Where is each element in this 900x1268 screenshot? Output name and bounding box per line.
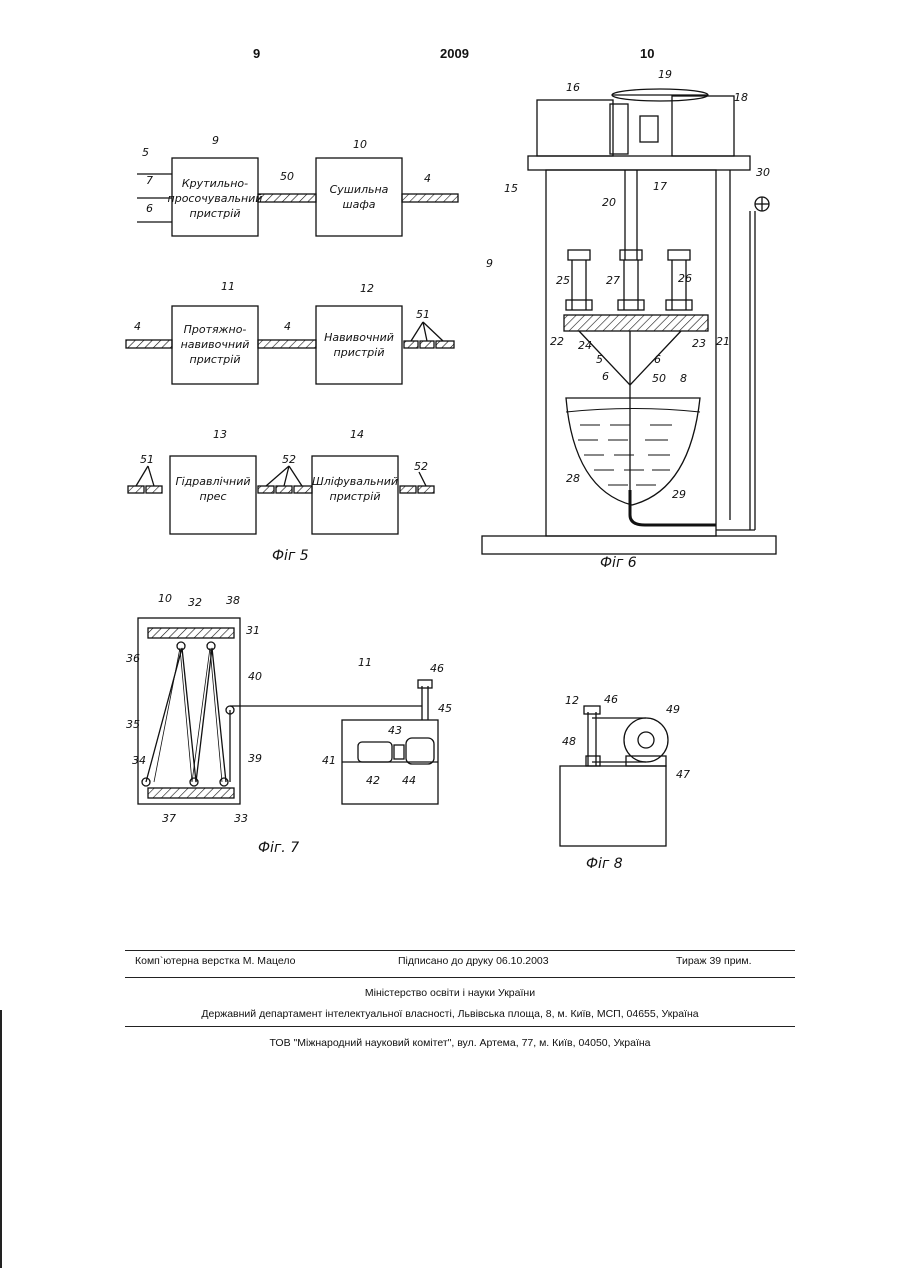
svg-text:15: 15 bbox=[504, 182, 518, 195]
block-10-line2: шафа bbox=[343, 198, 376, 211]
svg-text:5: 5 bbox=[596, 353, 603, 366]
block-14-line2: пристрій bbox=[330, 490, 381, 503]
ref-7: 7 bbox=[146, 174, 153, 187]
svg-text:47: 47 bbox=[676, 768, 690, 781]
svg-text:37: 37 bbox=[162, 812, 176, 825]
svg-text:30: 30 bbox=[756, 166, 770, 179]
svg-text:9: 9 bbox=[486, 257, 493, 270]
svg-text:18: 18 bbox=[734, 91, 748, 104]
svg-text:6: 6 bbox=[654, 353, 661, 366]
svg-text:43: 43 bbox=[388, 724, 402, 737]
svg-text:28: 28 bbox=[566, 472, 580, 485]
ref-52b: 52 bbox=[414, 460, 428, 473]
svg-text:44: 44 bbox=[402, 774, 416, 787]
svg-text:23: 23 bbox=[692, 337, 706, 350]
ref-51a: 51 bbox=[416, 308, 430, 321]
block-11-line1: Протяжно- bbox=[184, 323, 247, 336]
fig5-caption: Фіг 5 bbox=[272, 548, 309, 564]
block-9-line3: пристрій bbox=[190, 207, 241, 220]
block-12-line1: Навивочний bbox=[324, 331, 394, 344]
svg-text:49: 49 bbox=[666, 703, 680, 716]
svg-text:33: 33 bbox=[234, 812, 248, 825]
block-9-line1: Крутильно- bbox=[182, 177, 248, 190]
ref-4c: 4 bbox=[284, 320, 291, 333]
block-13-line1: Гідравлічний bbox=[175, 475, 250, 488]
svg-text:34: 34 bbox=[132, 754, 146, 767]
ref-50: 50 bbox=[280, 170, 294, 183]
figure-7 bbox=[138, 618, 438, 804]
block-12 bbox=[316, 306, 402, 384]
svg-text:8: 8 bbox=[680, 372, 687, 385]
figure-8-text: 12 46 49 48 47 Фіг 8 bbox=[562, 693, 690, 872]
ref-9: 9 bbox=[212, 134, 219, 147]
svg-text:40: 40 bbox=[248, 670, 262, 683]
svg-text:16: 16 bbox=[566, 81, 580, 94]
svg-text:27: 27 bbox=[606, 274, 620, 287]
block-11-line2: навивочний bbox=[181, 338, 250, 351]
svg-text:38: 38 bbox=[226, 594, 240, 607]
ref-52a: 52 bbox=[282, 453, 296, 466]
svg-text:31: 31 bbox=[246, 624, 260, 637]
footer-rule-bottom bbox=[125, 1026, 795, 1027]
svg-text:48: 48 bbox=[562, 735, 576, 748]
footer-signed: Підписано до друку 06.10.2003 bbox=[398, 955, 549, 967]
ref-11: 11 bbox=[221, 280, 235, 293]
svg-text:25: 25 bbox=[556, 274, 570, 287]
block-14-line1: Шліфувальний bbox=[312, 475, 398, 488]
footer-ministry: Міністерство освіти і науки України bbox=[0, 987, 900, 999]
block-12-line2: пристрій bbox=[334, 346, 385, 359]
ref-13: 13 bbox=[213, 428, 227, 441]
footer-department: Державний департамент інтелектуальної вл… bbox=[0, 1008, 900, 1020]
svg-text:21: 21 bbox=[716, 335, 730, 348]
svg-text:19: 19 bbox=[658, 68, 672, 81]
figure-6 bbox=[482, 89, 776, 554]
block-9-line2: просочувальний bbox=[168, 192, 263, 205]
ref-4a: 4 bbox=[424, 172, 431, 185]
patent-drawings: Крутильно- просочувальний пристрій Сушил… bbox=[0, 0, 900, 900]
ref-10: 10 bbox=[353, 138, 367, 151]
block-11-line3: пристрій bbox=[190, 353, 241, 366]
svg-text:45: 45 bbox=[438, 702, 452, 715]
footer-committee: ТОВ "Міжнародний науковий комітет", вул.… bbox=[0, 1037, 900, 1049]
svg-text:35: 35 bbox=[126, 718, 140, 731]
svg-text:10: 10 bbox=[158, 592, 172, 605]
ref-14: 14 bbox=[350, 428, 364, 441]
svg-text:39: 39 bbox=[248, 752, 262, 765]
fig7-caption: Фіг. 7 bbox=[258, 840, 299, 856]
fig8-caption: Фіг 8 bbox=[586, 856, 623, 872]
svg-text:29: 29 bbox=[672, 488, 686, 501]
svg-text:46: 46 bbox=[430, 662, 444, 675]
svg-text:46: 46 bbox=[604, 693, 618, 706]
ref-51b: 51 bbox=[140, 453, 154, 466]
block-10 bbox=[316, 158, 402, 236]
svg-text:24: 24 bbox=[578, 339, 592, 352]
svg-text:22: 22 bbox=[550, 335, 564, 348]
ref-5: 5 bbox=[142, 146, 149, 159]
ref-12: 12 bbox=[360, 282, 374, 295]
scan-edge-bar bbox=[0, 1010, 2, 1268]
svg-text:50: 50 bbox=[652, 372, 666, 385]
footer-layout: Комп`ютерна верстка М. Мацело bbox=[135, 955, 295, 967]
figure-8 bbox=[560, 706, 668, 846]
ref-4b: 4 bbox=[134, 320, 141, 333]
svg-text:20: 20 bbox=[602, 196, 616, 209]
fig6-caption: Фіг 6 bbox=[600, 555, 637, 571]
footer-rule-top bbox=[125, 950, 795, 951]
svg-text:12: 12 bbox=[565, 694, 579, 707]
svg-text:6: 6 bbox=[602, 370, 609, 383]
svg-text:11: 11 bbox=[358, 656, 372, 669]
footer-rule-middle bbox=[125, 977, 795, 978]
block-13-line2: прес bbox=[200, 490, 227, 503]
block-10-line1: Сушильна bbox=[330, 183, 389, 196]
svg-text:41: 41 bbox=[322, 754, 336, 767]
svg-text:17: 17 bbox=[653, 180, 667, 193]
svg-text:26: 26 bbox=[678, 272, 692, 285]
svg-text:42: 42 bbox=[366, 774, 380, 787]
footer-print-run: Тираж 39 прим. bbox=[676, 955, 752, 967]
svg-text:36: 36 bbox=[126, 652, 140, 665]
svg-text:32: 32 bbox=[188, 596, 202, 609]
ref-6: 6 bbox=[146, 202, 153, 215]
